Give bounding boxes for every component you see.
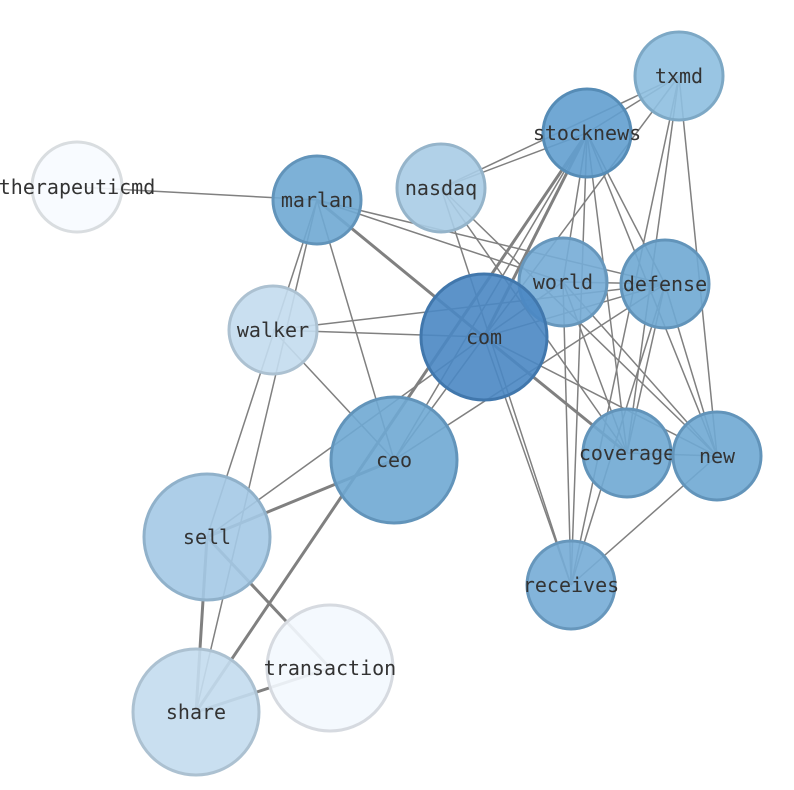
node-marlan: marlan: [271, 154, 363, 246]
node-share: share: [131, 647, 261, 777]
node-label-coverage: coverage: [579, 441, 675, 465]
node-circle-sell: [142, 472, 272, 602]
node-label-sell: sell: [183, 525, 231, 549]
node-label-receives: receives: [523, 573, 619, 597]
node-defense: defense: [619, 238, 711, 330]
node-label-nasdaq: nasdaq: [405, 176, 477, 200]
node-label-new: new: [699, 444, 736, 468]
edge-stocknews-receives: [570, 132, 588, 586]
node-com: com: [419, 272, 549, 402]
node-circle-marlan: [271, 154, 363, 246]
node-sell: sell: [142, 472, 272, 602]
node-label-defense: defense: [623, 272, 707, 296]
node-ceo: ceo: [329, 395, 459, 525]
node-circle-txmd: [633, 30, 725, 122]
node-world: world: [517, 236, 609, 328]
node-circle-stocknews: [541, 87, 633, 179]
node-circle-ceo: [329, 395, 459, 525]
nodes-layer: therapeuticmd marlan nasdaq stocknews txmd wo…: [0, 30, 763, 777]
node-circle-coverage: [581, 407, 673, 499]
node-transaction: transaction: [264, 603, 396, 733]
node-label-ceo: ceo: [376, 448, 412, 472]
node-label-world: world: [533, 270, 593, 294]
node-circle-share: [131, 647, 261, 777]
node-txmd: txmd: [633, 30, 725, 122]
node-label-therapeuticmd: therapeuticmd: [0, 175, 155, 199]
node-nasdaq: nasdaq: [395, 142, 487, 234]
node-coverage: coverage: [579, 407, 675, 499]
node-walker: walker: [227, 284, 319, 376]
edge-world-receives: [562, 281, 572, 586]
node-therapeuticmd: therapeuticmd: [0, 140, 155, 234]
node-label-txmd: txmd: [655, 64, 703, 88]
node-circle-receives: [525, 539, 617, 631]
node-circle-world: [517, 236, 609, 328]
node-circle-transaction: [265, 603, 395, 733]
node-label-transaction: transaction: [264, 656, 396, 680]
node-circle-nasdaq: [395, 142, 487, 234]
node-new: new: [671, 410, 763, 502]
edge-txmd-receives: [570, 75, 680, 586]
node-label-share: share: [166, 700, 226, 724]
node-label-marlan: marlan: [281, 188, 353, 212]
node-circle-new: [671, 410, 763, 502]
edges-layer: [76, 75, 718, 714]
node-label-walker: walker: [237, 318, 309, 342]
node-stocknews: stocknews: [533, 87, 641, 179]
node-circle-defense: [619, 238, 711, 330]
node-circle-com: [419, 272, 549, 402]
node-circle-walker: [227, 284, 319, 376]
node-label-stocknews: stocknews: [533, 121, 641, 145]
node-label-com: com: [466, 325, 502, 349]
edge-marlan-share: [195, 199, 318, 713]
node-receives: receives: [523, 539, 619, 631]
edge-marlan-defense: [316, 199, 666, 285]
node-circle-therapeuticmd: [30, 140, 124, 234]
